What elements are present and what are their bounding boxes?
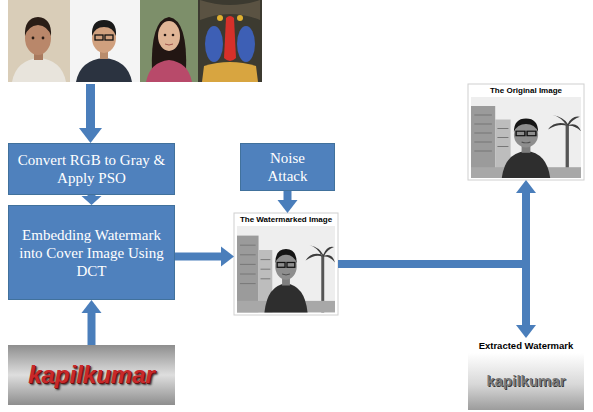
watermarked-photo xyxy=(234,213,338,315)
photo-man-2-part xyxy=(105,35,113,40)
arrow-head xyxy=(221,247,234,267)
photo-man-2 xyxy=(70,0,140,82)
image-frame: The Original Image xyxy=(468,84,584,180)
photo-woman xyxy=(140,0,198,82)
flow-arrow xyxy=(278,191,298,213)
arrow-shaft xyxy=(284,191,292,201)
original-photo-part xyxy=(468,84,584,180)
watermark-text: kapilkumar xyxy=(28,362,155,388)
photo-woman-part xyxy=(172,34,175,37)
extracted-watermark: Extracted Watermark kapilkumar xyxy=(468,338,584,410)
flow-arrow xyxy=(79,84,102,143)
photo-mandrill-part xyxy=(224,16,236,61)
photo-man-1-part xyxy=(32,37,35,40)
box-label: Embedding Watermark into Cover Image Usi… xyxy=(17,226,166,280)
image-frame: The Watermarked Image xyxy=(234,213,338,315)
photo-mandrill-part xyxy=(237,26,255,62)
process-box: Embedding Watermark into Cover Image Usi… xyxy=(8,205,175,300)
flow-arrow xyxy=(82,300,102,345)
photo-woman-part xyxy=(158,21,180,51)
photo-mandrill-part xyxy=(198,0,262,82)
photo-man-2-part xyxy=(76,58,132,82)
original-photo xyxy=(468,84,584,180)
photo-man-2-part xyxy=(70,0,140,82)
photo-man-1-part xyxy=(25,17,51,36)
watermarked-photo-part xyxy=(234,213,338,315)
flow-arrow xyxy=(338,264,536,338)
watermarked-photo-part xyxy=(237,226,335,312)
flow-arrow xyxy=(82,195,102,205)
photo-man-1-part xyxy=(12,58,66,82)
flow-arrow xyxy=(338,180,536,264)
arrow-shaft xyxy=(338,192,526,264)
photo-mandrill-part xyxy=(205,26,223,62)
photo-man-1-part xyxy=(8,0,70,82)
photo-woman-part xyxy=(146,60,192,82)
image-heading: The Watermarked Image xyxy=(240,213,332,225)
photo-man-1-part xyxy=(42,37,45,40)
photo-woman-part xyxy=(140,0,198,82)
arrow-head xyxy=(516,325,536,338)
photo-woman-part xyxy=(164,34,167,37)
photo-mandrill-part xyxy=(237,15,243,21)
arrow-head xyxy=(82,300,102,313)
process-box: Convert RGB to Gray & Apply PSO xyxy=(8,143,175,195)
photo-mandrill-part xyxy=(217,15,223,21)
flow-arrow xyxy=(175,247,234,267)
watermark-ground: kapilkumar xyxy=(468,353,584,410)
original-photo-part xyxy=(471,97,581,178)
photo-mandrill-part xyxy=(202,62,258,82)
photo-woman-part xyxy=(165,44,173,45)
watermark-text: kapilkumar xyxy=(486,373,565,390)
photo-mandrill xyxy=(198,0,262,82)
watermark-image: kapilkumar xyxy=(8,345,175,405)
flow-arrow-part xyxy=(79,128,102,143)
arrow-head xyxy=(82,196,102,205)
box-label: Noise Attack xyxy=(249,149,326,185)
box-label: Convert RGB to Gray & Apply PSO xyxy=(17,151,166,187)
photo-man-2-part xyxy=(92,20,116,36)
image-heading: The Original Image xyxy=(490,84,562,96)
process-box: Noise Attack xyxy=(240,143,335,191)
arrow-shaft xyxy=(175,253,222,261)
arrow-head xyxy=(516,180,536,193)
flow-arrow-part xyxy=(86,84,95,130)
arrow-head xyxy=(278,200,298,213)
image-heading: Extracted Watermark xyxy=(468,338,584,353)
photo-man-2-part xyxy=(95,35,103,40)
arrow-shaft xyxy=(88,312,96,345)
photo-man-1 xyxy=(8,0,70,82)
arrow-shaft xyxy=(338,264,526,326)
